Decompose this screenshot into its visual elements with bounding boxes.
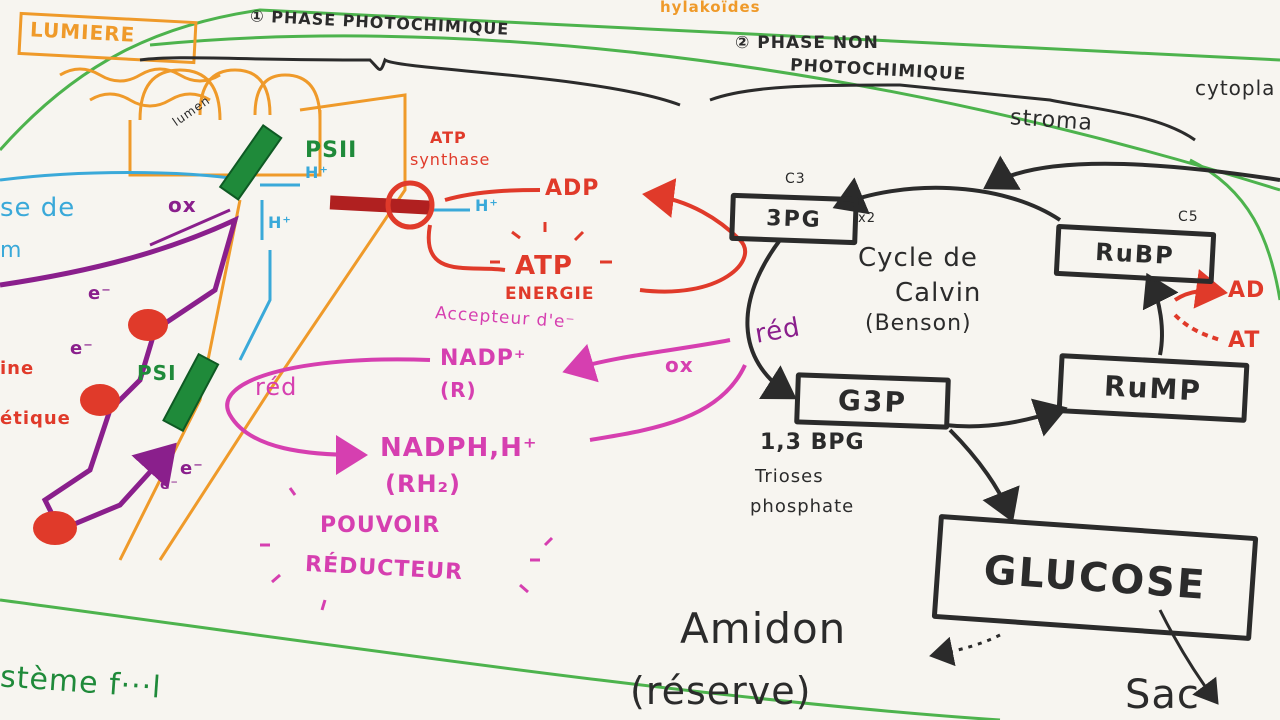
- carrier-3: [33, 511, 77, 545]
- lumiere-box: [17, 11, 198, 65]
- chloroplast-outer-outline: [0, 8, 1280, 151]
- ad-arrow: [1173, 269, 1228, 309]
- atp-synthase-line2: synthase: [410, 150, 491, 169]
- rh2-label: (RH₂): [385, 470, 462, 498]
- pouvoir-sparkles: [260, 487, 554, 611]
- left-partial-1: se de: [0, 193, 76, 223]
- brace-phase2: [709, 83, 1196, 142]
- amidon-label: Amidon: [680, 604, 847, 653]
- calvin-right-arrow: [1142, 272, 1179, 356]
- electron-label-1: e⁻: [88, 283, 112, 304]
- electron-chain: [0, 215, 239, 534]
- atp-sparkles: [490, 222, 612, 264]
- x2-label: x2: [858, 211, 876, 226]
- red-label-1: réd: [255, 373, 298, 401]
- r-label: (R): [440, 378, 477, 402]
- adp-label: ADP: [545, 176, 600, 201]
- sac-partial-label: Sac: [1125, 672, 1200, 718]
- electron-label-4: e⁻: [160, 477, 179, 493]
- left-partial-2: m: [0, 238, 23, 263]
- atp-label: ATP: [515, 251, 573, 281]
- calvin-bottom-arrow: [944, 398, 1068, 437]
- atp-synthase-line1: ATP: [430, 128, 467, 147]
- triose-line1: Trioses: [755, 466, 824, 487]
- ad-partial-label: AD: [1228, 278, 1266, 303]
- atp-synthase-bar: [329, 195, 431, 215]
- bottom-green-line: [0, 598, 1001, 720]
- adp-to-atp-arrow: [444, 188, 541, 202]
- hplus-label-1: H⁺: [305, 163, 329, 182]
- left-partial-3: ine: [0, 358, 35, 379]
- box-g3p: G3P: [794, 372, 951, 430]
- reserve-label: (réserve): [630, 669, 812, 713]
- left-partial-4: étique: [0, 408, 71, 429]
- cytoplasme-label: cytopla: [1195, 76, 1276, 100]
- ox-label-2: ox: [665, 353, 694, 377]
- electron-label-2: e⁻: [70, 338, 94, 359]
- box-rump: RuMP: [1056, 353, 1250, 423]
- bpg-label: 1,3 BPG: [760, 430, 865, 455]
- stroma-label: stroma: [1009, 105, 1094, 136]
- hplus-label-3: H⁺: [475, 196, 499, 215]
- nadp-label: NADP⁺: [440, 346, 527, 371]
- calvin-top-arrow: [832, 177, 1062, 222]
- box-rubp: RuBP: [1053, 223, 1217, 285]
- box-3pg: 3PG: [729, 192, 859, 246]
- glucose-down-arrow: [1158, 609, 1219, 705]
- at-partial-label: AT: [1228, 328, 1261, 353]
- cycle-line2: Calvin: [895, 278, 982, 308]
- psii-rect: [218, 123, 283, 201]
- cycle-line1: Cycle de: [858, 243, 978, 273]
- carrier-2: [80, 384, 120, 416]
- electron-label-3: e⁻: [180, 458, 204, 479]
- triose-line2: phosphate: [750, 496, 855, 517]
- atp-synthase-circle: [385, 180, 435, 230]
- pouvoir-label: POUVOIR: [320, 513, 441, 538]
- nadph-label: NADPH,H⁺: [380, 433, 538, 463]
- cytoplasm-arrow: [983, 155, 1280, 190]
- glucose-to-amidon-arrow: [929, 633, 1001, 667]
- thylakoides-label: hylakoïdes: [660, 0, 761, 16]
- c3-label: C3: [785, 171, 806, 187]
- psii-label: PSII: [305, 138, 358, 163]
- red-loop-left: [225, 357, 431, 475]
- thylakoid-stack: [128, 68, 322, 177]
- box-glucose: GLUCOSE: [931, 513, 1259, 642]
- red-label-2: réd: [752, 312, 803, 350]
- phase2-line1: ② PHASE NON: [735, 33, 879, 53]
- carrier-1: [128, 309, 168, 341]
- ox-line: [149, 208, 231, 247]
- ox-label-1: ox: [168, 193, 197, 217]
- brace-phase1: [139, 56, 681, 107]
- nadp-loop-bottom: [589, 364, 747, 442]
- nadp-loop-top: [562, 338, 731, 383]
- psi-label: PSI: [137, 361, 177, 385]
- g3p-to-glucose-arrow: [948, 428, 1020, 523]
- cycle-line3: (Benson): [865, 311, 972, 336]
- light-wave: [59, 67, 221, 108]
- hplus-label-2: H⁺: [268, 213, 292, 232]
- membrane-blue: [0, 171, 272, 361]
- lumiere-label: LUMIERE: [29, 17, 136, 47]
- membrane-orange: [158, 93, 407, 561]
- energie-label: ENERGIE: [505, 284, 595, 304]
- psi-rect: [162, 352, 220, 433]
- atp-cycle-arrow: [426, 195, 748, 294]
- c5-label: C5: [1178, 209, 1199, 225]
- chloroplast-inner-outline: [149, 34, 1280, 192]
- calvin-left-arrow: [745, 238, 797, 400]
- at-arrow: [1173, 313, 1221, 342]
